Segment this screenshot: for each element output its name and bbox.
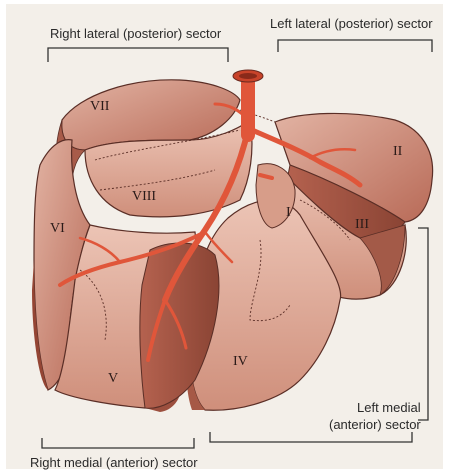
label-left-medial-line2: (anterior) sector — [329, 417, 421, 432]
segment-label-VII: VII — [90, 99, 110, 114]
segment-label-II: II — [393, 144, 403, 159]
portal-vein-lumen — [239, 73, 257, 79]
label-right-medial: Right medial (anterior) sector — [30, 455, 198, 470]
label-left-lateral: Left lateral (posterior) sector — [270, 16, 433, 31]
segment-label-V: V — [108, 371, 118, 386]
segment-label-III: III — [355, 217, 369, 232]
segment-label-VIII: VIII — [132, 189, 156, 204]
segment-label-IV: IV — [233, 354, 248, 369]
segment-label-VI: VI — [50, 221, 65, 236]
label-left-medial-line1: Left medial — [357, 400, 421, 415]
segment-label-I: I — [286, 205, 291, 220]
label-right-lateral: Right lateral (posterior) sector — [50, 26, 222, 41]
